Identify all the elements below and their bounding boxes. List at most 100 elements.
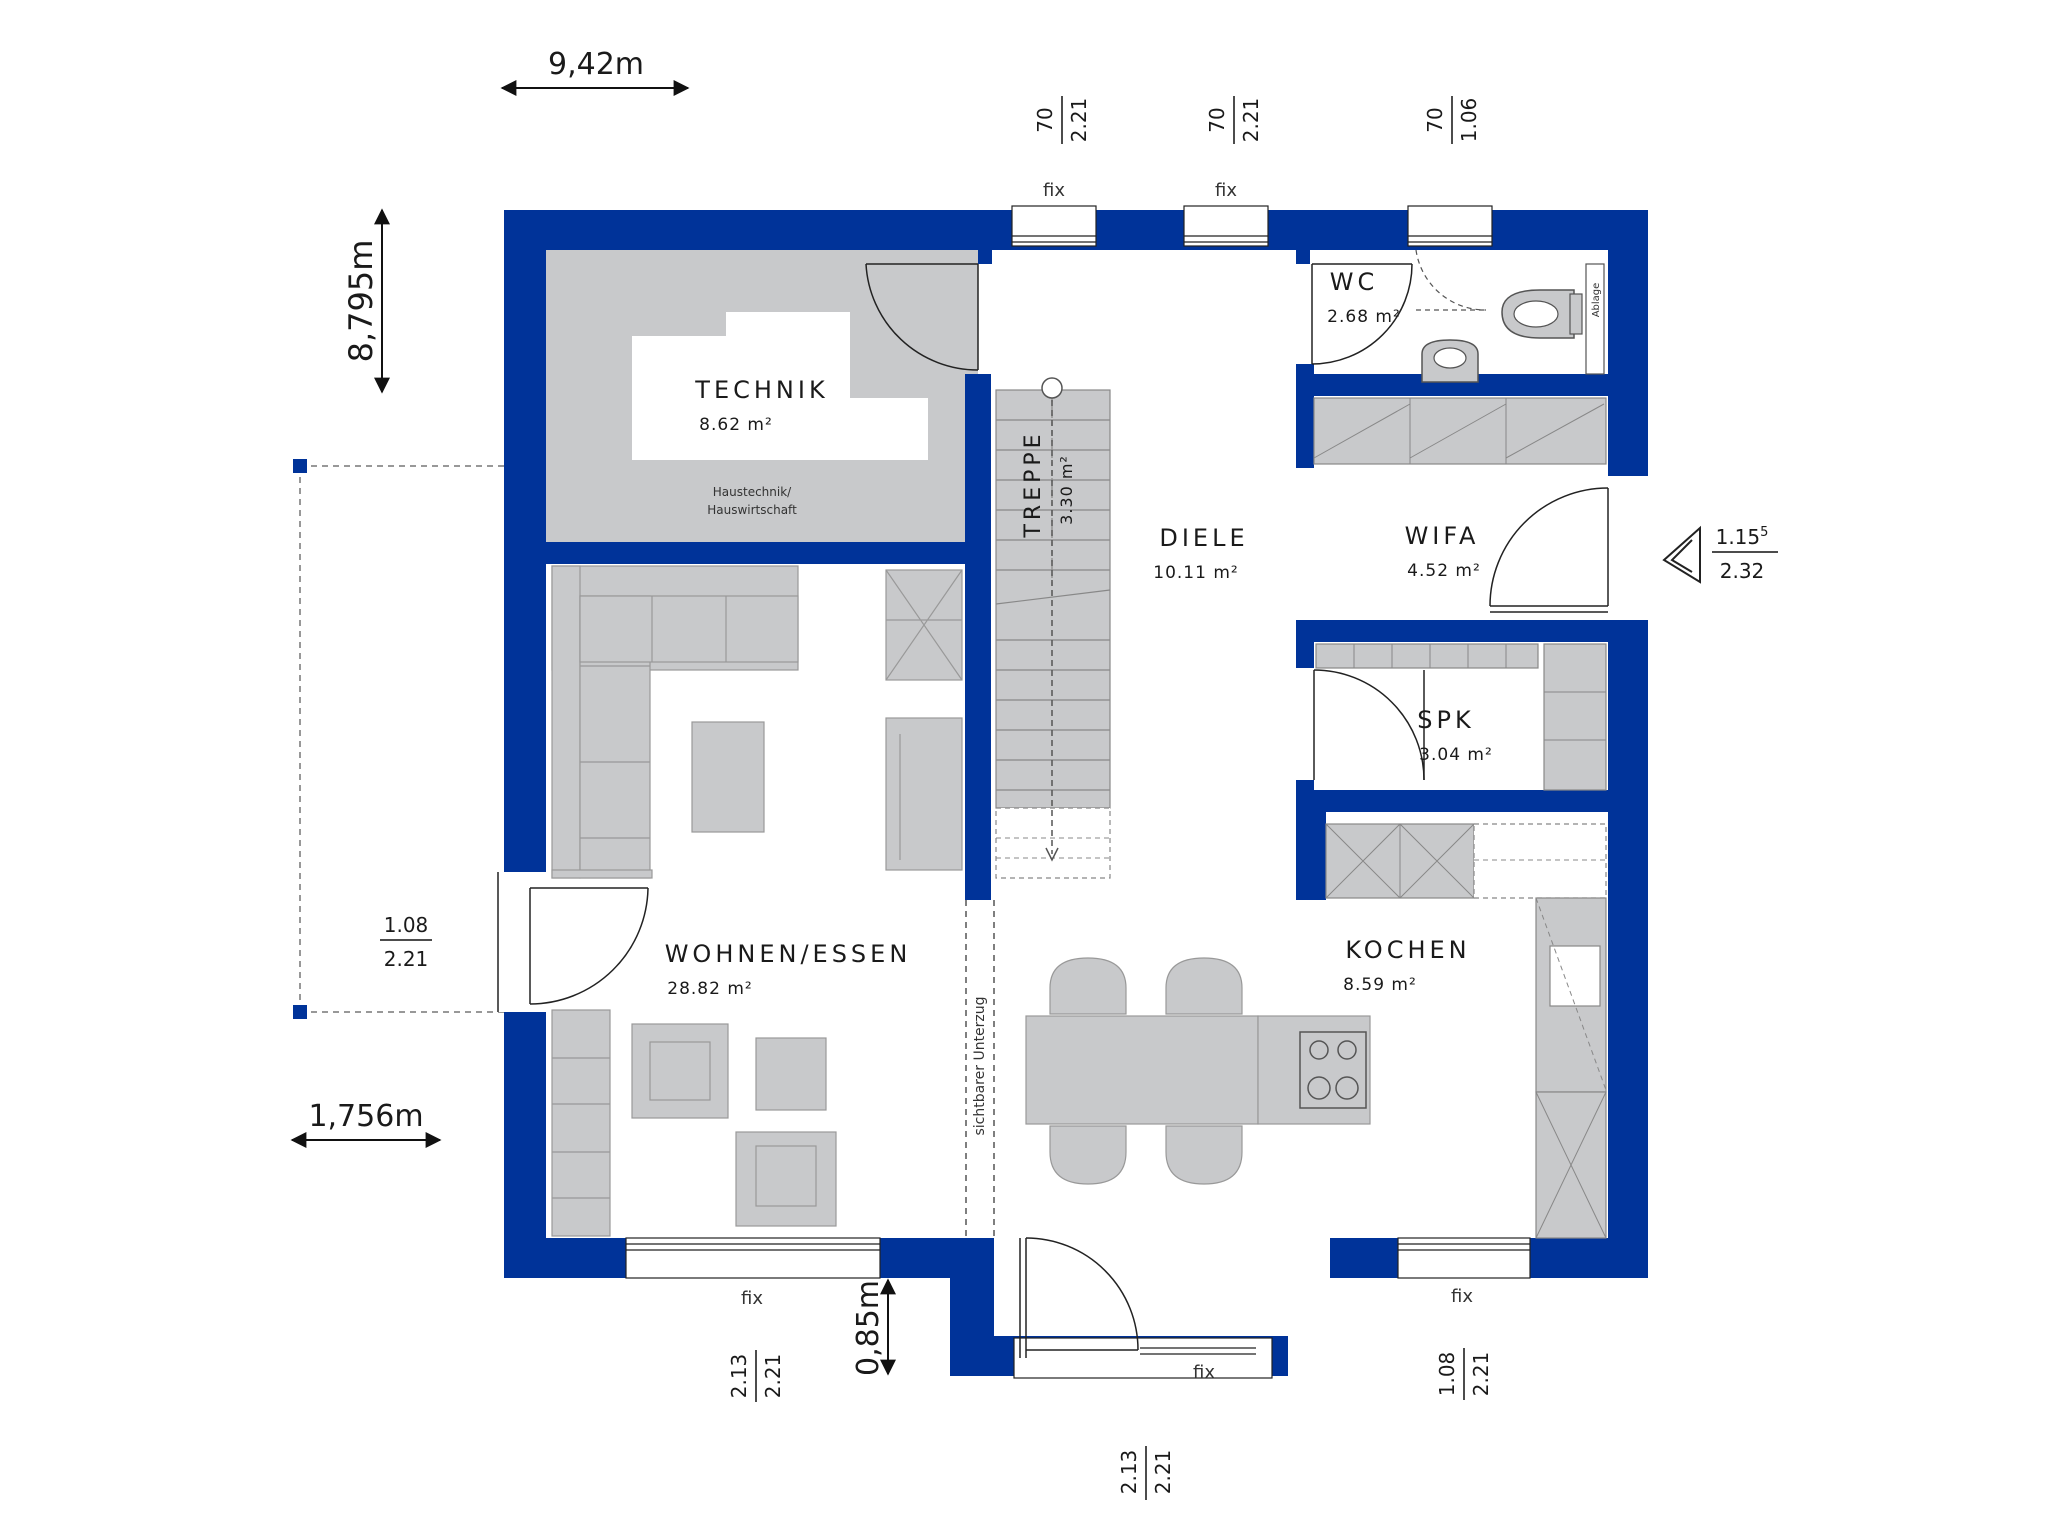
opening-top-1-width: 70 — [1033, 107, 1057, 132]
wall-spk-bottom — [1296, 790, 1608, 812]
opening-top-2-height: 2.21 — [1239, 98, 1263, 143]
opening-bottom-1: 2.13 2.21 — [727, 1350, 785, 1402]
dimension-depth: 8,795m — [342, 208, 390, 394]
armchair-1 — [631, 1023, 729, 1119]
opening-bottom-3-height: 2.21 — [1469, 1352, 1493, 1397]
opening-top-3-height: 1.06 — [1457, 98, 1481, 143]
opening-bottom-1-width: 2.13 — [727, 1354, 751, 1399]
wc-shelf-label: Ablage — [1591, 283, 1602, 318]
dimension-entry-recess-label: 0,85m — [851, 1280, 886, 1376]
bay-door — [529, 887, 649, 1005]
opening-right-door-width-sup: 5 — [1760, 525, 1768, 540]
kitchen-counter-right — [1474, 859, 1607, 1239]
opening-left-bay: 1.08 2.21 — [380, 913, 432, 971]
coffee-table — [691, 721, 765, 833]
opening-right-door-height: 2.32 — [1720, 559, 1765, 583]
wall-wifa-left — [1296, 620, 1314, 668]
bottom-windows — [625, 1237, 1531, 1379]
spk-area: 3.04 m² — [1419, 745, 1493, 765]
wc-name: WC — [1330, 268, 1379, 296]
wc-window-swing — [1415, 249, 1487, 311]
opening-top-2: 70 2.21 — [1205, 96, 1263, 144]
technik-note-1: Haustechnik/ — [713, 485, 792, 499]
bay-guide-lines — [299, 465, 504, 1013]
treppe-area: 3.30 m² — [1057, 455, 1076, 525]
wifa-area: 4.52 m² — [1407, 561, 1481, 581]
wifa-entry-triangle — [1662, 525, 1701, 584]
diele-area: 10.11 m² — [1153, 563, 1238, 583]
dimension-width: 9,42m — [500, 47, 690, 96]
kochen-area: 8.59 m² — [1343, 975, 1417, 995]
opening-right-door: 1.155 2.32 — [1712, 525, 1778, 583]
bay-marker-top — [293, 459, 307, 473]
wall-wc-wifa — [1296, 374, 1608, 396]
opening-top-1-height: 2.21 — [1067, 98, 1091, 143]
bottom-window-2-fix: fix — [1193, 1362, 1215, 1383]
sideboard — [551, 1009, 611, 1237]
bottom-window-3-fix: fix — [1451, 1286, 1473, 1307]
opening-bottom-2-height: 2.21 — [1151, 1450, 1175, 1495]
sofa-l-shaped — [551, 565, 799, 879]
technik-white-area — [632, 312, 928, 460]
spk-name: SPK — [1417, 706, 1474, 734]
opening-top-3: 70 1.06 — [1423, 96, 1481, 144]
wc-area: 2.68 m² — [1327, 307, 1401, 327]
top-windows — [1011, 205, 1493, 247]
wohnen-area: 28.82 m² — [667, 979, 752, 999]
technik-door — [865, 263, 979, 371]
spk-shelves — [1315, 643, 1607, 791]
technik-area: 8.62 m² — [699, 415, 773, 435]
dimension-bay: 1,756m — [290, 1099, 442, 1148]
wc-shelf — [1585, 263, 1605, 375]
wc-basin — [1421, 339, 1479, 383]
opening-right-door-width: 1.155 — [1716, 525, 1769, 549]
top-window-1-fix: fix — [1043, 180, 1065, 201]
tv-cabinet — [885, 569, 963, 871]
opening-left-bay-width: 1.08 — [384, 913, 429, 937]
technik-note-2: Hauswirtschaft — [707, 503, 797, 517]
wall-technik-wohnen — [546, 542, 978, 564]
wall-wc-left — [1296, 250, 1310, 264]
top-window-2-fix: fix — [1215, 180, 1237, 201]
spk-door — [1313, 669, 1425, 781]
opening-top-2-width: 70 — [1205, 107, 1229, 132]
dimension-depth-label: 8,795m — [342, 240, 380, 363]
dimension-entry-recess: 0,85m — [851, 1278, 896, 1376]
side-table — [755, 1037, 827, 1111]
armchair-2 — [735, 1131, 837, 1227]
beam-label: sichtbarer Unterzug — [972, 996, 988, 1135]
wifa-name: WIFA — [1405, 522, 1480, 550]
wifa-cabinets — [1313, 397, 1607, 465]
treppe-name: TREPPE — [1021, 430, 1046, 538]
bay-marker-bottom — [293, 1005, 307, 1019]
wohnen-name: WOHNEN/ESSEN — [665, 940, 912, 968]
opening-bottom-3: 1.08 2.21 — [1435, 1348, 1493, 1400]
wall-technik-stub — [978, 250, 992, 264]
visible-beam — [965, 900, 995, 1236]
dimension-width-label: 9,42m — [548, 47, 644, 82]
toilet — [1501, 289, 1583, 339]
staircase — [995, 377, 1111, 879]
opening-top-1: 70 2.21 — [1033, 96, 1091, 144]
wifa-exterior-door — [1489, 487, 1609, 613]
bottom-window-1-fix: fix — [741, 1288, 763, 1309]
opening-bottom-2: 2.13 2.21 — [1117, 1446, 1175, 1500]
opening-right-door-width-value: 1.15 — [1716, 525, 1761, 549]
kitchen-island — [1025, 1015, 1371, 1125]
opening-left-bay-height: 2.21 — [384, 947, 429, 971]
diele-name: DIELE — [1159, 524, 1248, 552]
wall-wc-left-lower — [1296, 364, 1314, 468]
dimension-bay-label: 1,756m — [308, 1099, 423, 1134]
wifa-exterior-opening — [1608, 476, 1652, 620]
kochen-name: KOCHEN — [1345, 936, 1470, 964]
wall-wifa-spk — [1296, 620, 1608, 642]
entry-door — [1019, 1237, 1139, 1358]
dining-chairs — [1049, 957, 1243, 1185]
wall-kochen-stub — [1296, 812, 1326, 900]
opening-bottom-2-width: 2.13 — [1117, 1450, 1141, 1495]
wc-door — [1311, 263, 1413, 365]
opening-bottom-3-width: 1.08 — [1435, 1352, 1459, 1397]
wall-stair — [965, 374, 991, 900]
opening-bottom-1-height: 2.21 — [761, 1354, 785, 1399]
